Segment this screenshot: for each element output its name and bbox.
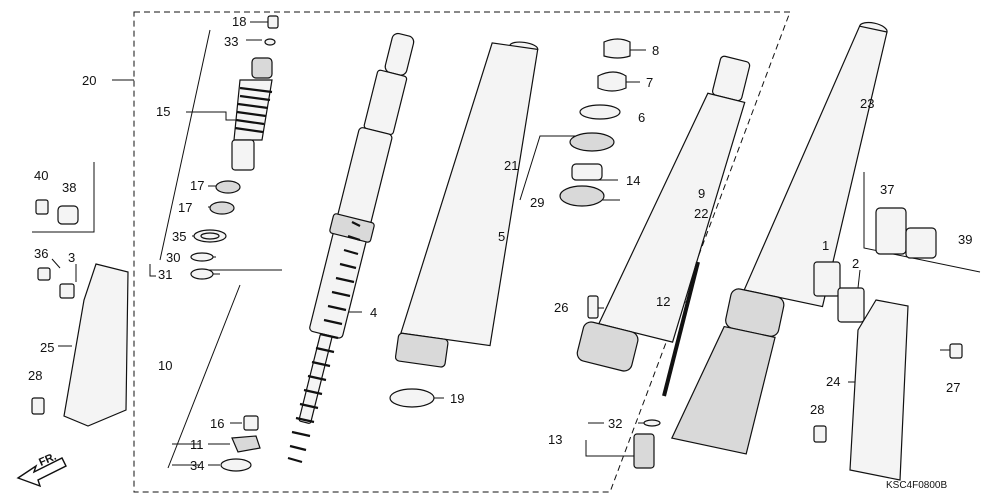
fork-inner-tube [298, 32, 415, 424]
callout-11: 11 [190, 437, 204, 452]
callout-32: 32 [608, 416, 622, 431]
guard-rod [662, 261, 700, 397]
callout-36: 36 [34, 246, 48, 261]
drain-bolt [633, 433, 655, 469]
fork-outer-tube [394, 41, 539, 368]
callout-34: 34 [190, 458, 204, 473]
callout-31: 31 [158, 267, 172, 282]
callout-20: 20 [82, 73, 96, 88]
callout-39: 39 [958, 232, 972, 247]
callout-13: 13 [548, 432, 562, 447]
callout-40: 40 [34, 168, 48, 183]
fork-guard-right [813, 261, 963, 481]
assembly-frame [133, 11, 791, 493]
leader-lines-left [112, 21, 492, 469]
callout-9: 9 [698, 186, 705, 201]
pinch-bolt [587, 295, 599, 319]
callout-23: 23 [860, 96, 874, 111]
callout-24: 24 [826, 374, 840, 389]
callout-1: 1 [822, 238, 829, 253]
callout-12: 12 [656, 294, 670, 309]
callout-18: 18 [232, 14, 246, 29]
washer-32 [643, 419, 661, 427]
callout-29: 29 [530, 195, 544, 210]
callout-30: 30 [166, 250, 180, 265]
fork-spring [287, 221, 361, 464]
oil-seal-ring [389, 388, 435, 408]
callout-3: 3 [68, 250, 75, 265]
callout-labels: 18 33 20 15 17 17 35 30 31 10 16 11 34 4… [28, 14, 972, 473]
callout-26: 26 [554, 300, 568, 315]
callout-17b: 17 [178, 200, 192, 215]
left-guard [31, 199, 129, 427]
callout-17a: 17 [190, 178, 204, 193]
callout-7: 7 [646, 75, 653, 90]
callout-10: 10 [158, 358, 172, 373]
diagram-code: KSC4F0800B [886, 480, 947, 491]
callout-21: 21 [504, 158, 518, 173]
callout-33: 33 [224, 34, 238, 49]
callout-4: 4 [370, 305, 377, 320]
callout-19: 19 [450, 391, 464, 406]
top-bushings [559, 38, 631, 207]
callout-2: 2 [852, 256, 859, 271]
callout-16: 16 [210, 416, 224, 431]
callout-27: 27 [946, 380, 960, 395]
damper-rod-assembly [190, 15, 279, 472]
fork-tube-center [576, 55, 751, 372]
callout-28-right: 28 [810, 402, 824, 417]
callout-22: 22 [694, 206, 708, 221]
callout-28-left: 28 [28, 368, 42, 383]
callout-38: 38 [62, 180, 76, 195]
callout-15: 15 [156, 104, 170, 119]
callout-25: 25 [40, 340, 54, 355]
callout-8: 8 [652, 43, 659, 58]
clamp-inset [875, 207, 937, 259]
callout-5: 5 [498, 229, 505, 244]
callout-37: 37 [880, 182, 894, 197]
callout-14: 14 [626, 173, 640, 188]
callout-35: 35 [172, 229, 186, 244]
front-direction-arrow-icon [16, 457, 67, 488]
fork-outer-right [670, 21, 888, 455]
callout-6: 6 [638, 110, 645, 125]
